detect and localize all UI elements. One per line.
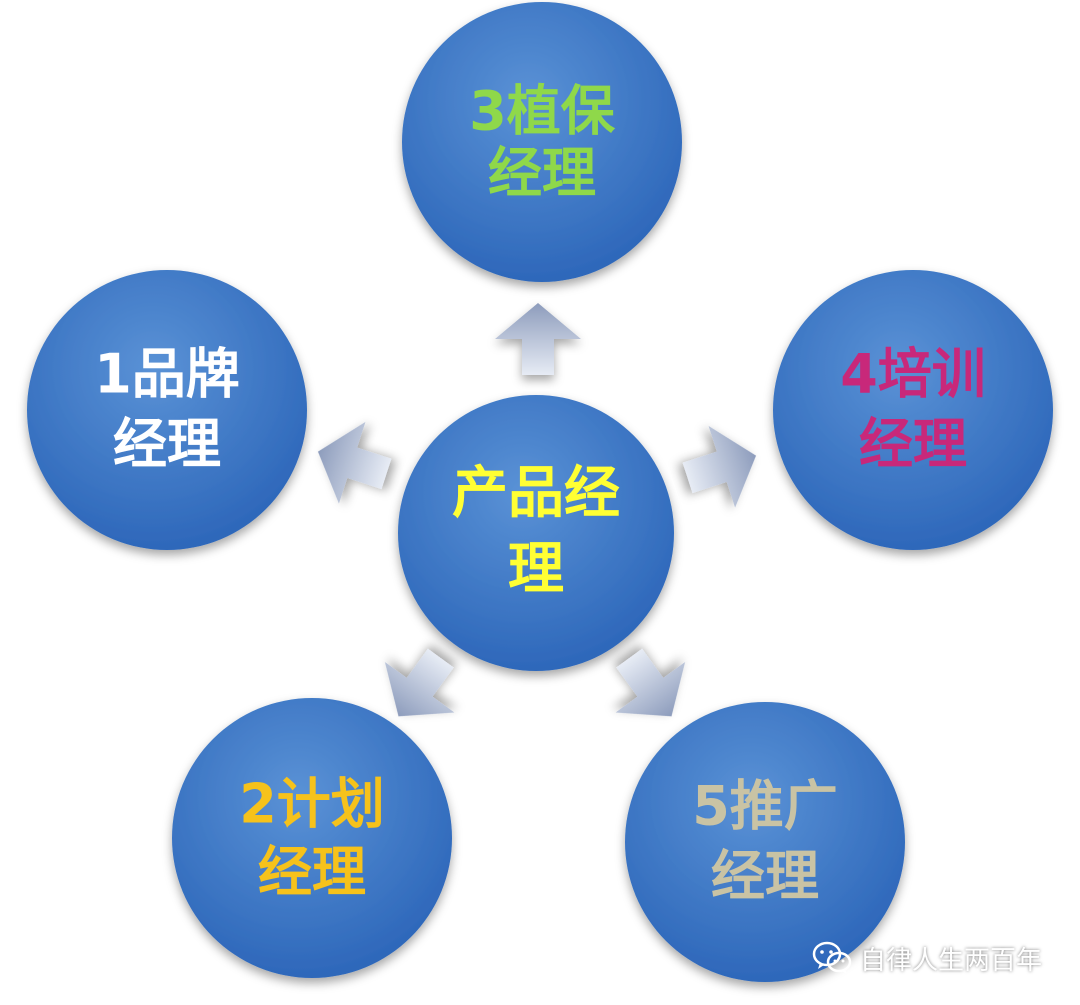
arrow-to-promotion: [615, 648, 686, 717]
node-label-line1: 2计划: [239, 773, 385, 836]
node-brand-manager: 1品牌 经理: [27, 270, 307, 550]
watermark-text: 自律人生两百年: [860, 945, 1043, 976]
arrow-to-planning: [384, 648, 455, 717]
node-label-line1: 5推广: [692, 775, 838, 838]
wechat-icon: [812, 941, 852, 975]
arrow-to-brand: [317, 421, 392, 504]
node-label-line2: 经理: [488, 142, 596, 205]
node-center-product-manager: 产品经 理: [398, 395, 674, 671]
node-label-line2: 经理: [113, 413, 221, 476]
node-planning-manager: 2计划 经理: [172, 698, 452, 978]
node-plant-protection-manager: 3植保 经理: [402, 2, 682, 282]
node-label-line1: 4培训: [840, 343, 986, 406]
center-label-line1: 产品经: [452, 461, 620, 526]
node-promotion-manager: 5推广 经理: [625, 702, 905, 982]
node-label-line2: 经理: [859, 413, 967, 476]
node-label-line1: 3植保: [469, 80, 616, 143]
arrow-to-plant: [495, 303, 581, 375]
node-label-line2: 经理: [258, 841, 366, 904]
node-training-manager: 4培训 经理: [773, 270, 1053, 550]
node-label-line1: 1品牌: [94, 343, 240, 406]
node-label-line2: 经理: [711, 845, 819, 908]
center-label-line2: 理: [508, 537, 564, 602]
watermark: 自律人生两百年: [812, 938, 1042, 978]
arrow-to-training: [682, 425, 757, 508]
